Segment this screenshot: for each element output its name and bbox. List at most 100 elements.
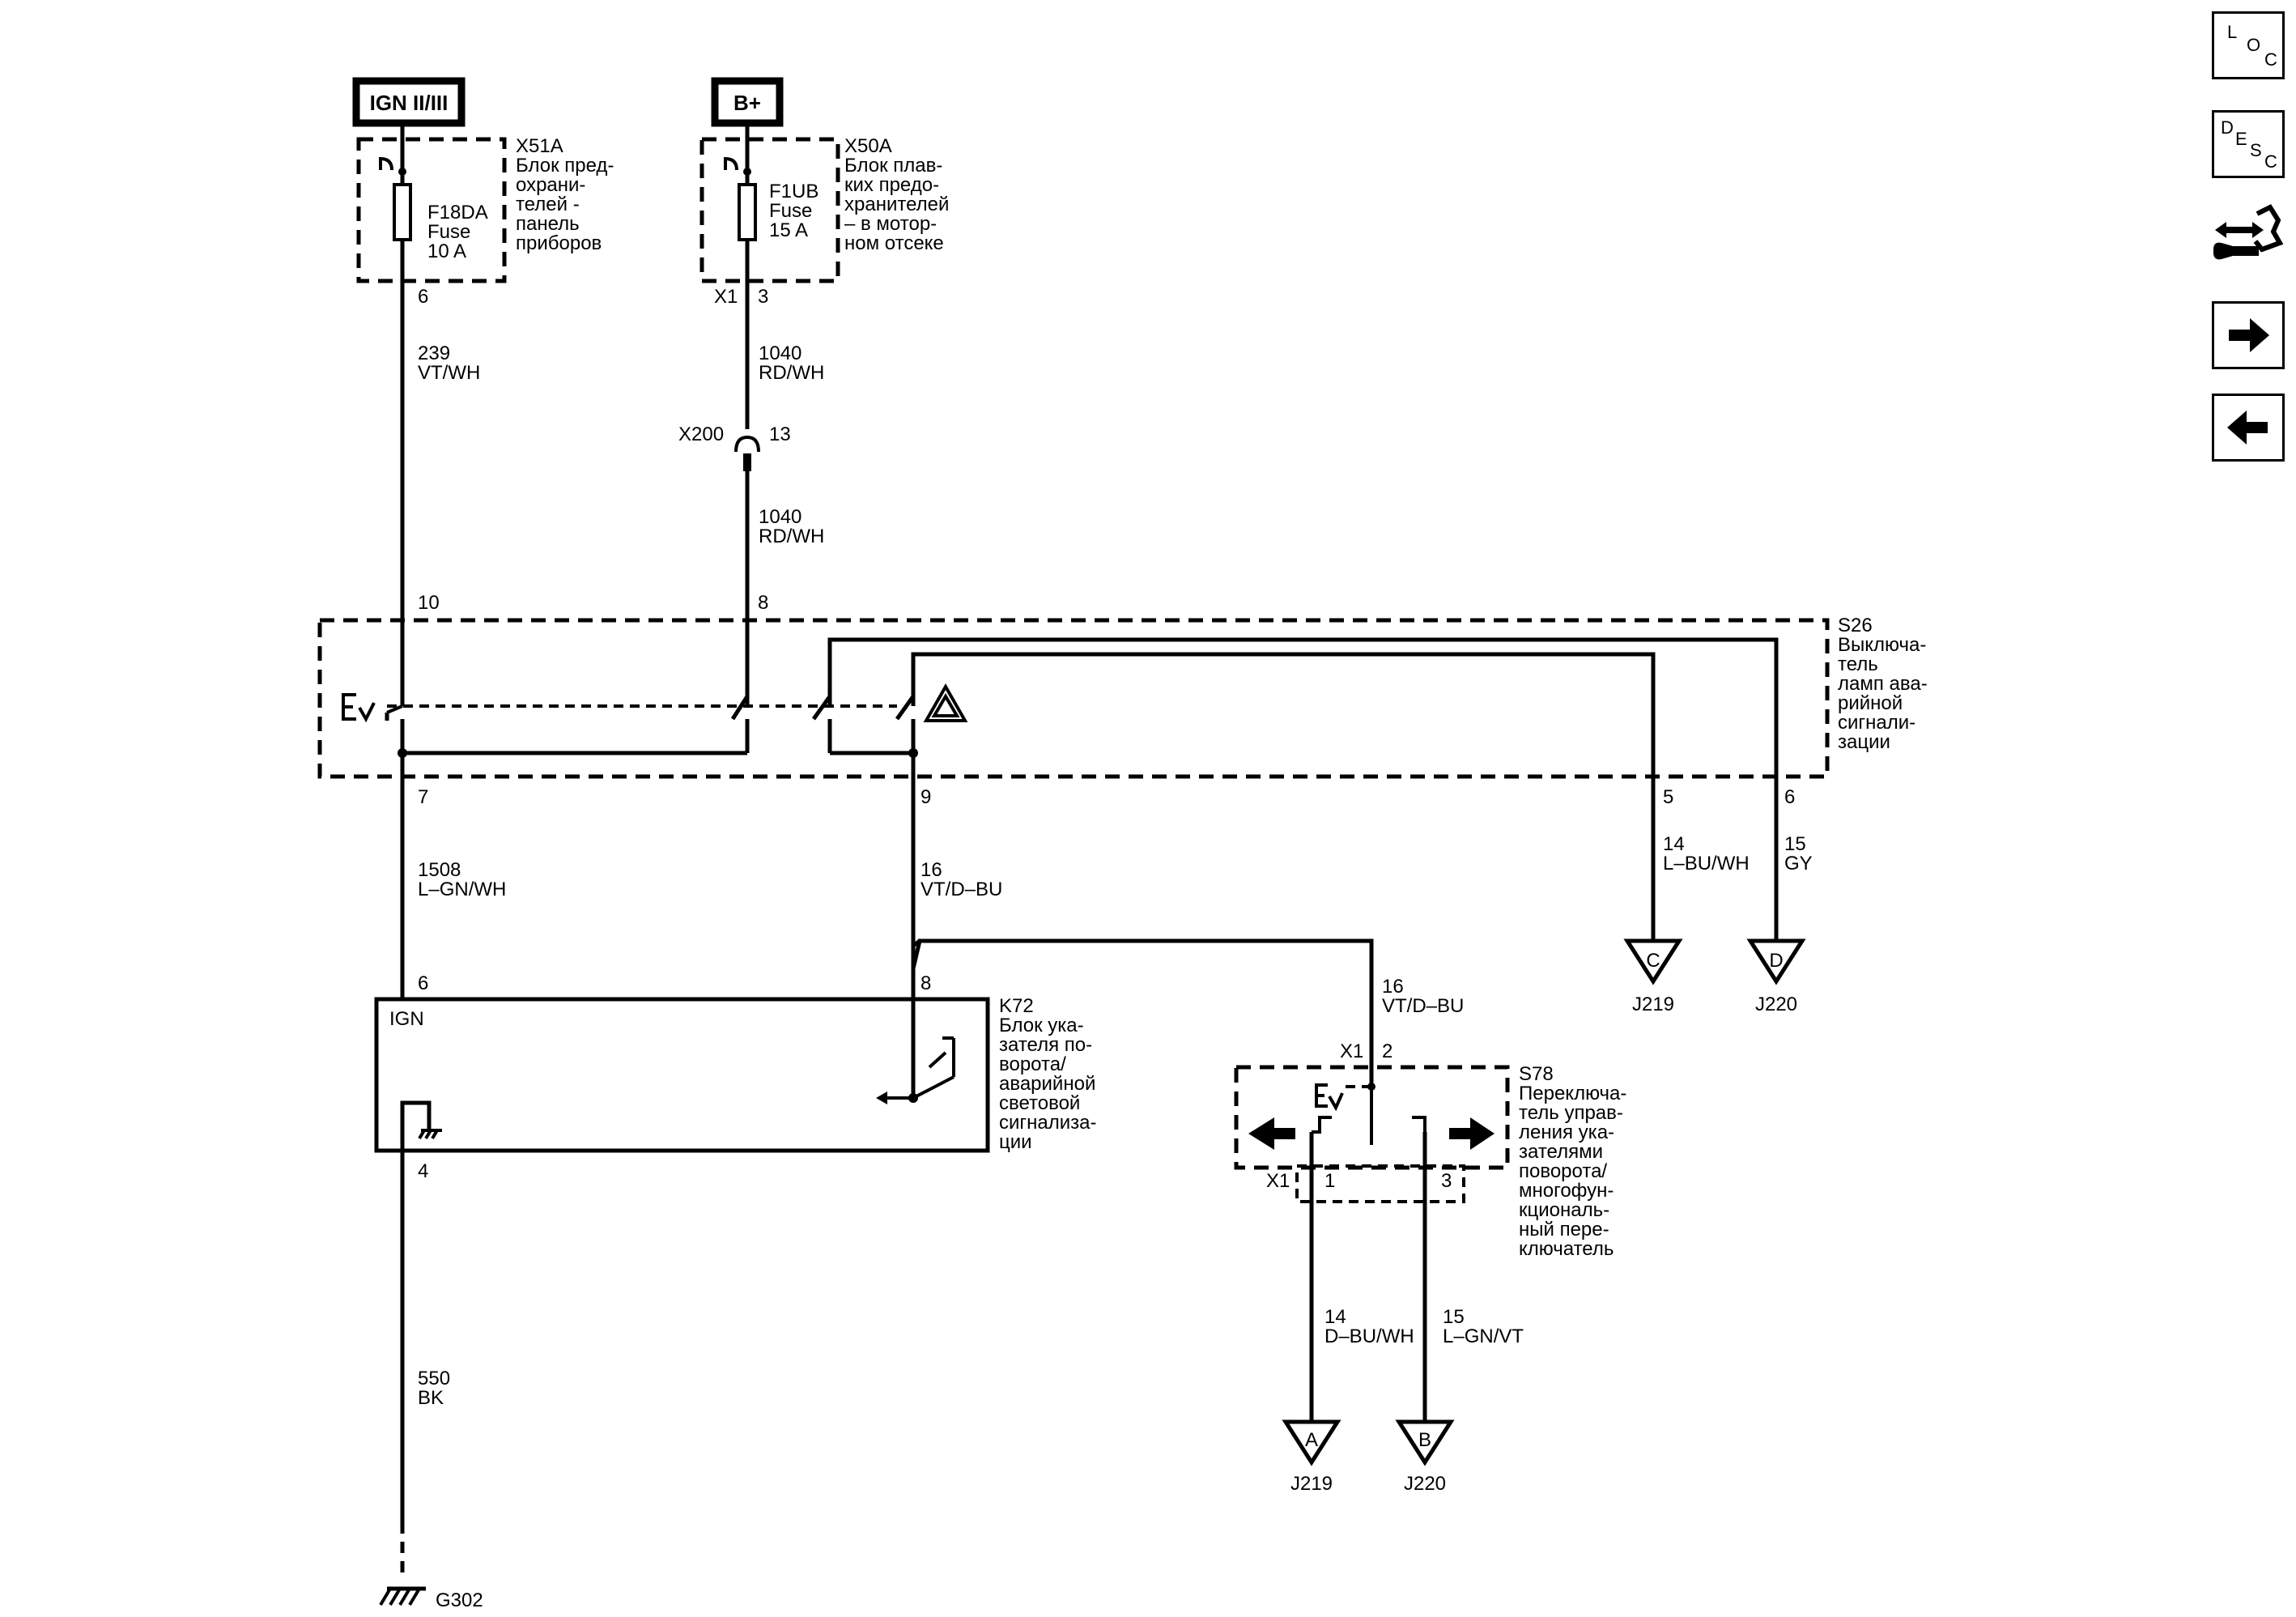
svg-text:6: 6	[1784, 786, 1795, 808]
s78-actuator-icon	[1315, 1083, 1344, 1112]
svg-text:9: 9	[921, 786, 931, 808]
x200-connector-icon	[734, 435, 760, 453]
terminal-a: A J219	[1282, 1419, 1341, 1495]
svg-text:Fuse: Fuse	[769, 200, 812, 222]
ground-g302-icon	[379, 1586, 426, 1606]
svg-text:4: 4	[418, 1160, 428, 1182]
svg-text:3: 3	[1441, 1170, 1452, 1192]
svg-text:зации: зации	[1838, 731, 1890, 753]
svg-text:D–BU/WH: D–BU/WH	[1324, 1326, 1414, 1347]
svg-text:ления ука-: ления ука-	[1519, 1121, 1614, 1143]
ign-source: IGN II/III	[352, 77, 466, 127]
svg-text:6: 6	[418, 286, 428, 308]
svg-text:панель: панель	[516, 213, 580, 235]
svg-text:1508: 1508	[418, 859, 461, 881]
svg-text:тель управ-: тель управ-	[1519, 1102, 1623, 1124]
bplus-source-label: B+	[733, 91, 761, 115]
svg-text:15 A: 15 A	[769, 219, 808, 241]
k72-flasher-module: IGN K72 Блок ука- зателя по- ворота/ ава…	[374, 995, 1097, 1182]
arrow-left-icon	[2227, 411, 2268, 445]
svg-text:7: 7	[418, 786, 428, 808]
svg-text:телей -: телей -	[516, 194, 580, 215]
description-button[interactable]: D E S C	[2212, 110, 2285, 178]
terminal-c: C J219	[1623, 938, 1683, 1015]
svg-text:L–GN/WH: L–GN/WH	[418, 879, 506, 900]
svg-text:X1: X1	[714, 286, 738, 308]
switch-actuator-icon	[342, 693, 376, 723]
svg-text:X1: X1	[1340, 1040, 1363, 1062]
right-turn-arrow-icon	[1449, 1117, 1495, 1150]
svg-text:зателя по-: зателя по-	[999, 1034, 1092, 1056]
svg-text:ворота/: ворота/	[999, 1053, 1066, 1075]
svg-text:5: 5	[1663, 786, 1673, 808]
svg-text:2: 2	[1382, 1040, 1392, 1062]
svg-text:J220: J220	[1755, 994, 1797, 1015]
middle-wires: 1508 L–GN/WH 16 VT/D–BU 16 VT/D–BU 14 L–…	[400, 753, 1813, 1098]
svg-text:Блок ука-: Блок ука-	[999, 1015, 1084, 1036]
svg-text:L–GN/VT: L–GN/VT	[1443, 1326, 1524, 1347]
svg-text:ный пере-: ный пере-	[1519, 1219, 1609, 1240]
component-view-button[interactable]	[2209, 199, 2288, 279]
svg-text:B: B	[1418, 1429, 1431, 1451]
previous-page-button[interactable]	[2212, 394, 2285, 462]
upper-wires: 239 VT/WH 1040 RD/WH X200 13 1040 RD/WH …	[400, 281, 824, 706]
svg-text:J219: J219	[1632, 994, 1674, 1015]
svg-text:1040: 1040	[759, 506, 801, 528]
svg-text:световой: световой	[999, 1092, 1080, 1114]
svg-text:15: 15	[1784, 833, 1806, 855]
svg-text:VT/D–BU: VT/D–BU	[921, 879, 1002, 900]
svg-text:16: 16	[921, 859, 942, 881]
fuse-f18da-label: F18DA	[427, 202, 488, 223]
svg-text:RD/WH: RD/WH	[759, 362, 824, 384]
svg-text:8: 8	[921, 972, 931, 994]
s26-hazard-switch: S26 Выключа- тель ламп ава- рийной сигна…	[317, 615, 1928, 808]
svg-text:охрани-: охрани-	[516, 174, 585, 196]
bplus-source: B+	[711, 77, 784, 127]
ground-wire: 550 BK G302	[379, 1151, 483, 1611]
svg-text:Fuse: Fuse	[427, 221, 470, 243]
svg-text:поворота/: поворота/	[1519, 1160, 1607, 1182]
svg-text:ключатель: ключатель	[1519, 1238, 1614, 1260]
svg-text:X1: X1	[1266, 1170, 1290, 1192]
hazard-triangle-icon	[923, 683, 968, 722]
svg-text:6: 6	[418, 972, 428, 994]
svg-text:1: 1	[1324, 1170, 1335, 1192]
s78-id: S78	[1519, 1063, 1554, 1085]
internal-ground-icon	[418, 1129, 442, 1140]
svg-text:зателями: зателями	[1519, 1141, 1603, 1163]
svg-text:C: C	[1646, 950, 1660, 972]
svg-text:IGN: IGN	[389, 1008, 424, 1030]
svg-text:Блок плав-: Блок плав-	[844, 155, 942, 177]
arrow-right-icon	[2229, 318, 2269, 352]
svg-text:3: 3	[758, 286, 768, 308]
fuse-f18da-icon	[393, 183, 412, 241]
ign-source-label: IGN II/III	[370, 91, 449, 115]
svg-text:сигнали-: сигнали-	[1838, 712, 1915, 734]
svg-text:J219: J219	[1290, 1473, 1333, 1495]
svg-text:ламп ава-: ламп ава-	[1838, 673, 1928, 695]
svg-text:рийной: рийной	[1838, 692, 1903, 714]
svg-text:1040: 1040	[759, 343, 801, 364]
svg-text:RD/WH: RD/WH	[759, 526, 824, 547]
svg-text:13: 13	[769, 423, 791, 445]
svg-text:10 A: 10 A	[427, 240, 466, 262]
svg-text:приборов: приборов	[516, 232, 602, 254]
next-page-button[interactable]	[2212, 301, 2285, 369]
svg-text:239: 239	[418, 343, 450, 364]
svg-text:L–BU/WH: L–BU/WH	[1663, 853, 1750, 874]
k72-id: K72	[999, 995, 1034, 1017]
location-button[interactable]: L O C	[2212, 11, 2285, 79]
x51a-id: X51A	[516, 135, 563, 157]
svg-text:550: 550	[418, 1368, 450, 1389]
svg-text:14: 14	[1663, 833, 1685, 855]
svg-text:ном отсеке: ном отсеке	[844, 232, 944, 254]
svg-text:ких предо-: ких предо-	[844, 174, 939, 196]
ground-label: G302	[436, 1589, 483, 1611]
s78-turn-switch: X1 2 X1 1 3	[1234, 1040, 1626, 1422]
svg-text:GY: GY	[1784, 853, 1813, 874]
x51a-fuse-block: F18DA Fuse 10 A X51A Блок пред- охрани- …	[356, 123, 614, 308]
svg-text:A: A	[1305, 1429, 1318, 1451]
svg-text:сигнализа-: сигнализа-	[999, 1112, 1097, 1134]
svg-text:Выключа-: Выключа-	[1838, 634, 1926, 656]
